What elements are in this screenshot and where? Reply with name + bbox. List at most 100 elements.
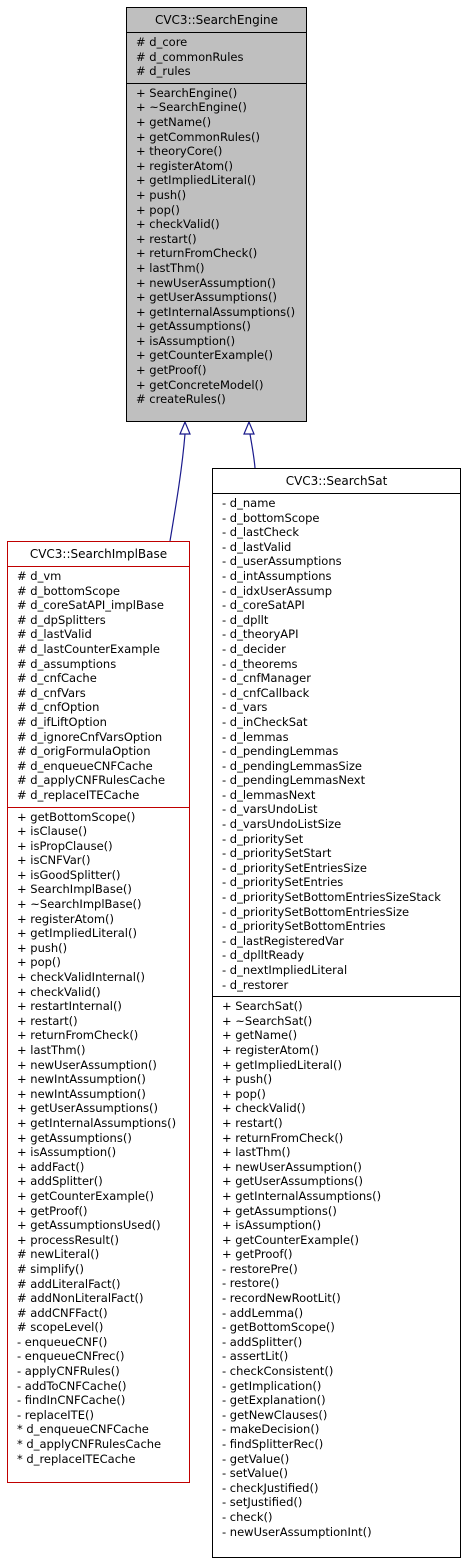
class-method: # scopeLevel(): [17, 1320, 104, 1335]
class-searchengine[interactable]: CVC3::SearchEngine # d_core# d_commonRul…: [126, 7, 307, 422]
class-attribute: - d_pendingLemmasNext: [222, 773, 366, 788]
class-method: # addLiteralFact(): [17, 1276, 121, 1291]
class-method: + isAssumption(): [222, 1218, 322, 1233]
class-method: + newUserAssumption(): [222, 1159, 362, 1174]
class-method: + getConcreteModel(): [136, 377, 264, 392]
class-attribute: # d_core: [136, 35, 188, 49]
class-attribute: - d_prioritySet: [222, 831, 304, 846]
class-method: + theoryCore(): [136, 144, 223, 159]
class-method: + isAssumption(): [136, 333, 236, 348]
class-method: + pop(): [222, 1086, 266, 1101]
class-attribute: - d_theorems: [222, 656, 298, 671]
class-attribute: - d_dplltReady: [222, 948, 305, 963]
class-method: + pop(): [136, 202, 180, 217]
class-method: * d_applyCNFRulesCache: [17, 1437, 162, 1452]
class-method: + getProof(): [136, 363, 207, 378]
class-attribute: # d_coreSatAPI_implBase: [17, 598, 164, 613]
class-searchsat[interactable]: CVC3::SearchSat - d_name- d_bottomScope-…: [212, 468, 461, 1558]
class-method: - replaceITE(): [17, 1407, 94, 1422]
class-method: + getImpliedLiteral(): [222, 1057, 342, 1072]
class-method: - checkConsistent(): [222, 1364, 334, 1379]
class-attribute: - d_bottomScope: [222, 510, 320, 525]
class-method: + getInternalAssumptions(): [17, 1115, 177, 1130]
class-attribute: # d_cnfOption: [17, 700, 100, 715]
class-method: - getImplication(): [222, 1378, 322, 1393]
class-method: # addCNFFact(): [17, 1305, 108, 1320]
class-method: + restart(): [222, 1115, 283, 1130]
class-method: - getValue(): [222, 1451, 290, 1466]
class-method: - restore(): [222, 1276, 280, 1291]
class-method: + restart(): [136, 231, 197, 246]
class-method: - newUserAssumptionInt(): [222, 1524, 372, 1539]
class-method: + isGoodSplitter(): [17, 867, 121, 882]
class-method: - getNewClauses(): [222, 1407, 328, 1422]
attributes-section: # d_core# d_commonRules# d_rules: [127, 32, 306, 83]
class-method: # newLiteral(): [17, 1247, 100, 1262]
class-attribute: # d_replaceITECache: [17, 787, 140, 802]
class-method: + checkValid(): [136, 217, 220, 232]
class-method: + getInternalAssumptions(): [222, 1188, 382, 1203]
methods-section: + getBottomScope()+ isClause()+ isPropCl…: [8, 806, 189, 1471]
class-method: + lastThm(): [136, 260, 205, 275]
class-method: + getImpliedLiteral(): [136, 173, 256, 188]
class-method: + getCounterExample(): [17, 1188, 154, 1203]
class-attribute: - d_cnfManager: [222, 671, 311, 686]
class-attribute: - d_inCheckSat: [222, 714, 308, 729]
class-method: + returnFromCheck(): [17, 1028, 139, 1043]
class-method: + returnFromCheck(): [222, 1130, 344, 1145]
class-attribute: # d_commonRules: [136, 49, 244, 64]
class-method: + processResult(): [17, 1232, 119, 1247]
class-attribute: # d_enqueueCNFCache: [17, 758, 153, 773]
class-method: + getName(): [136, 114, 212, 129]
class-method: - findSplitterRec(): [222, 1437, 324, 1451]
class-attribute: - d_lastValid: [222, 539, 292, 554]
class-method: + getInternalAssumptions(): [136, 304, 296, 319]
class-method: + newIntAssumption(): [17, 1072, 146, 1087]
class-method: * d_replaceITECache: [17, 1451, 136, 1466]
class-title: CVC3::SearchSat: [285, 474, 388, 488]
class-method: - getExplanation(): [222, 1393, 326, 1408]
class-method: + isPropClause(): [17, 838, 113, 853]
class-attribute: - d_prioritySetEntriesSize: [222, 860, 367, 875]
class-method: + getCounterExample(): [222, 1232, 359, 1247]
class-method: + restart(): [17, 1013, 78, 1028]
class-attribute: - d_prioritySetBottomEntriesSizeStack: [222, 890, 441, 905]
class-method: + getAssumptions(): [222, 1203, 337, 1218]
class-attribute: - d_prioritySetBottomEntries: [222, 919, 386, 934]
class-method: + lastThm(): [222, 1145, 291, 1160]
class-method: + getAssumptionsUsed(): [17, 1218, 161, 1233]
edge-searchimplbase-to-searchengine: [169, 433, 186, 542]
class-method: # createRules(): [136, 392, 226, 407]
class-method: + addFact(): [17, 1159, 85, 1174]
class-method: + SearchImplBase(): [17, 882, 132, 897]
class-method: + SearchSat(): [222, 999, 303, 1014]
class-method: + ~SearchSat(): [222, 1013, 313, 1028]
class-method: + checkValidInternal(): [17, 970, 145, 985]
methods-section: + SearchSat()+ ~SearchSat()+ getName()+ …: [213, 996, 460, 1543]
class-method: * d_enqueueCNFCache: [17, 1422, 149, 1437]
attributes-section: # d_vm# d_bottomScope# d_coreSatAPI_impl…: [8, 566, 189, 807]
class-attribute: - d_userAssumptions: [222, 554, 342, 569]
class-method: + push(): [222, 1072, 273, 1087]
class-method: # simplify(): [17, 1261, 84, 1276]
class-method: + getCommonRules(): [136, 129, 260, 144]
class-method: - getBottomScope(): [222, 1320, 335, 1335]
class-method: + returnFromCheck(): [136, 246, 258, 261]
class-searchimplbase[interactable]: CVC3::SearchImplBase # d_vm# d_bottomSco…: [7, 541, 190, 1483]
methods-section: + SearchEngine()+ ~SearchEngine()+ getNa…: [127, 82, 306, 411]
class-method: + ~SearchImplBase(): [17, 897, 142, 912]
class-method: - check(): [222, 1509, 273, 1524]
inheritance-arrowhead-icon: [243, 420, 255, 435]
class-attribute: # d_cnfVars: [17, 685, 86, 700]
class-attribute: - d_name: [222, 496, 276, 510]
class-attribute: # d_vm: [17, 569, 62, 583]
class-method: - checkJustified(): [222, 1480, 319, 1495]
class-attribute: - d_nextImpliedLiteral: [222, 963, 348, 977]
class-method: + lastThm(): [17, 1043, 86, 1057]
class-method: + newIntAssumption(): [17, 1086, 146, 1101]
class-attribute: - d_prioritySetStart: [222, 846, 332, 861]
class-method: + isClause(): [17, 824, 88, 839]
class-attribute: - d_intAssumptions: [222, 568, 332, 583]
class-attribute: - d_lastCheck: [222, 525, 299, 540]
class-method: - assertLit(): [222, 1349, 289, 1364]
